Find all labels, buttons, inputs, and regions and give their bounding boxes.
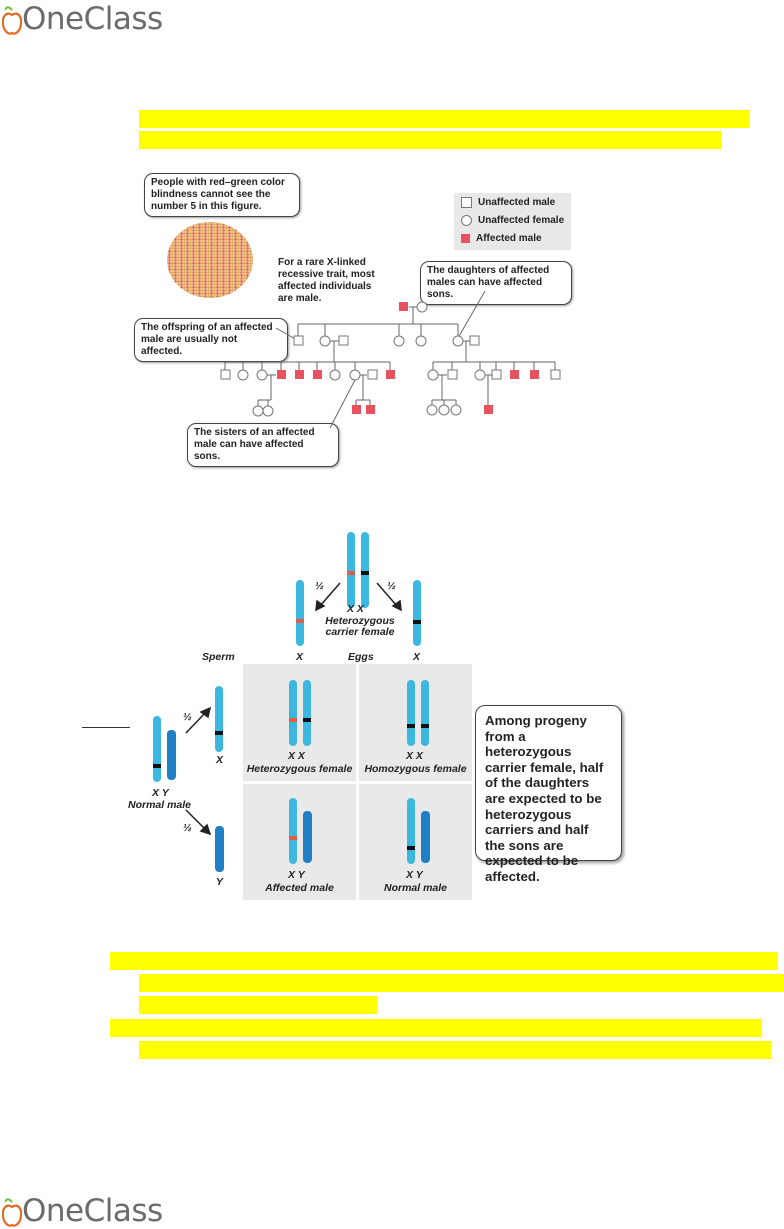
- egg-right-label: X: [413, 651, 421, 663]
- allele-mutant-marker: [289, 836, 297, 840]
- oneclass-logo-top: OneClass: [2, 2, 163, 36]
- underline-rule: [82, 727, 130, 728]
- male-chromosome-y: [167, 730, 176, 780]
- highlight-bar: [110, 1019, 762, 1037]
- half-label: ½: [315, 580, 324, 592]
- punnett-graphics: [185, 582, 472, 900]
- legend-affected-male: Affected male: [461, 233, 542, 244]
- chromosome-x-normal: [361, 532, 369, 608]
- legend-unaffected-male: Unaffected male: [461, 197, 555, 208]
- chromosome-x-mutant: [347, 532, 355, 608]
- cell2-alleles: X X: [406, 750, 423, 762]
- sperm-label: Sperm: [202, 651, 235, 663]
- highlight-bar: [139, 110, 749, 128]
- apple-icon: [2, 6, 22, 35]
- pedigree-figure: People with red–green color blindness ca…: [0, 0, 784, 470]
- circle-icon: [461, 215, 472, 226]
- highlight-bar: [110, 952, 778, 970]
- brand-name: OneClass: [22, 1193, 163, 1229]
- color-blindness-test-plate: [167, 222, 253, 298]
- legend-label: Affected male: [476, 233, 542, 244]
- cell2-chrom-a: [407, 680, 415, 746]
- half-label: ½: [183, 822, 192, 834]
- sperm-chromosome-x: [215, 686, 223, 752]
- cell3-alleles: X Y: [288, 869, 305, 881]
- parent-female-label: Heterozygous carrier female: [325, 615, 395, 638]
- legend-label: Unaffected male: [478, 197, 556, 208]
- cell4-label: Normal male: [383, 882, 448, 894]
- half-label: ½: [387, 580, 396, 592]
- filled-square-icon: [461, 234, 470, 243]
- cell2-chrom-b: [421, 680, 429, 746]
- brand-name: OneClass: [22, 1, 163, 37]
- cell4-chrom-y: [421, 811, 430, 863]
- allele-mutant-marker: [347, 571, 355, 575]
- eggs-label: Eggs: [348, 651, 374, 663]
- callout-sisters: The sisters of an affected male can have…: [187, 423, 339, 467]
- legend-label: Unaffected female: [478, 215, 565, 226]
- egg-left-label: X: [296, 651, 304, 663]
- callout-daughters: The daughters of affected males can have…: [420, 261, 572, 305]
- allele-normal-marker: [215, 731, 223, 735]
- half-label: ½: [183, 711, 192, 723]
- legend-unaffected-female: Unaffected female: [461, 215, 564, 226]
- highlight-bar: [139, 974, 784, 992]
- pedigree-chart: [220, 290, 561, 429]
- allele-mutant-marker: [296, 619, 304, 623]
- allele-normal-marker: [303, 718, 311, 722]
- male-label: Normal male: [128, 799, 192, 811]
- egg-chromosome-mutant: [296, 580, 304, 646]
- sperm-x-label: X: [216, 754, 224, 766]
- cell3-chrom-y: [303, 811, 312, 863]
- allele-mutant-marker: [289, 718, 297, 722]
- cell1-label: Heterozygous female: [246, 763, 353, 775]
- allele-normal-marker: [407, 846, 415, 850]
- highlight-bar: [139, 131, 722, 149]
- cell1-chrom-b: [303, 680, 311, 746]
- cell3-chrom-x: [289, 798, 297, 864]
- square-icon: [461, 197, 472, 208]
- parent-female-alleles: X X: [347, 603, 364, 615]
- cell1-alleles: X X: [288, 750, 305, 762]
- egg-chromosome-normal: [413, 580, 421, 646]
- allele-normal-marker: [153, 764, 161, 768]
- cell4-alleles: X Y: [406, 869, 423, 881]
- callout-color-blind: People with red–green color blindness ca…: [144, 173, 300, 217]
- allele-normal-marker: [413, 620, 421, 624]
- cell1-chrom-a: [289, 680, 297, 746]
- cell4-chrom-x: [407, 798, 415, 864]
- sperm-chromosome-y: [215, 826, 224, 872]
- apple-icon: [2, 1198, 22, 1227]
- oneclass-logo-bottom: OneClass: [2, 1194, 163, 1228]
- callout-offspring: The offspring of an affected male are us…: [134, 318, 288, 362]
- cell2-label: Homozygous female: [364, 763, 467, 775]
- callout-rare-trait: For a rare X-linked recessive trait, mos…: [278, 257, 375, 304]
- punnett-summary-box: Among progeny from a heterozygous carrie…: [475, 705, 622, 884]
- allele-normal-marker: [421, 724, 429, 728]
- sperm-y-label: Y: [216, 876, 224, 888]
- male-chromosome-x: [153, 716, 161, 782]
- male-alleles: X Y: [152, 787, 169, 799]
- highlight-bar: [139, 996, 377, 1014]
- pedigree-legend: Unaffected male Unaffected female Affect…: [454, 193, 571, 250]
- allele-normal-marker: [407, 724, 415, 728]
- cell3-label: Affected male: [265, 882, 334, 894]
- highlight-bar: [139, 1041, 771, 1059]
- allele-normal-marker: [361, 571, 369, 575]
